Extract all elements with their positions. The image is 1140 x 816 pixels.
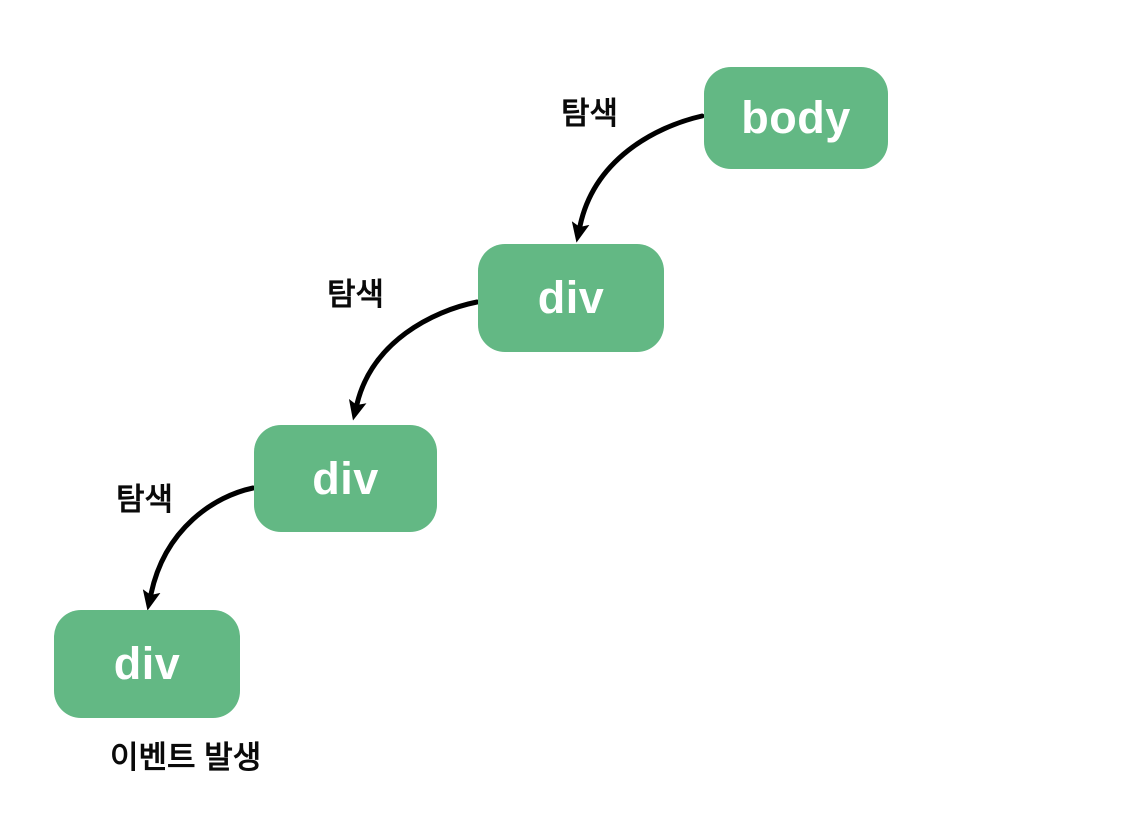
node-div-3-label: div [113, 638, 181, 689]
edge-label-traverse-2: 탐색 [327, 277, 385, 312]
node-div-2: div [254, 425, 437, 532]
edge-label-traverse-1: 탐색 [561, 96, 619, 131]
edge-arrow-body-to-div1 [571, 113, 705, 243]
node-div-1: div [478, 244, 664, 352]
edge-arrow-div1-to-div2 [348, 299, 480, 421]
node-div-3: div [54, 610, 240, 718]
edge-arrow-div2-to-div3 [142, 485, 256, 611]
node-div-2-label: div [312, 452, 379, 504]
event-occurs-caption: 이벤트 발생 [110, 740, 262, 775]
edge-label-traverse-3: 탐색 [116, 482, 174, 517]
node-body-label: body [741, 92, 851, 143]
node-body: body [704, 67, 888, 169]
node-div-1-label: div [537, 272, 605, 323]
